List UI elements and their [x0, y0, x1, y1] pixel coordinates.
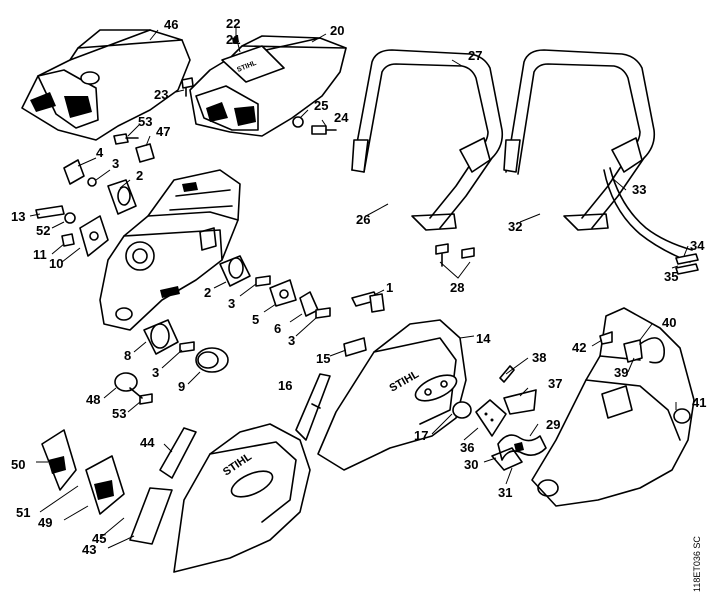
callout-5: 5	[252, 312, 260, 327]
callout-50: 50	[11, 457, 26, 472]
callout-46: 46	[164, 17, 179, 32]
callout-48: 48	[86, 392, 101, 407]
callout-36: 36	[460, 440, 475, 455]
callout-26: 26	[356, 212, 371, 227]
callout-44: 44	[140, 435, 155, 450]
crankcase	[99, 169, 241, 331]
callout-3-d: 3	[152, 365, 160, 380]
left-small-parts	[35, 133, 155, 257]
cable-ends-part-34-35	[675, 253, 699, 275]
callout-3-b: 3	[228, 296, 236, 311]
callout-11: 11	[33, 247, 47, 262]
sprocket-cover-part-14: STIHL	[317, 319, 467, 471]
callout-53-bottom: 53	[112, 406, 127, 421]
callout-43: 43	[82, 542, 97, 557]
callout-3-c: 3	[288, 333, 296, 348]
callout-31: 31	[498, 485, 513, 500]
callout-42: 42	[572, 340, 587, 355]
callout-21: 21	[226, 32, 241, 47]
callout-30: 30	[464, 457, 479, 472]
callout-2-lower: 2	[204, 285, 212, 300]
callout-3-upper: 3	[112, 156, 120, 171]
callout-38: 38	[532, 350, 547, 365]
callout-16: 16	[278, 378, 293, 393]
screws-part-28	[435, 243, 475, 267]
callout-6: 6	[274, 321, 282, 336]
callout-25: 25	[314, 98, 329, 113]
callout-41: 41	[692, 395, 707, 410]
callout-37: 37	[548, 376, 563, 391]
callout-35: 35	[664, 269, 679, 284]
callout-10: 10	[49, 256, 64, 271]
callout-32: 32	[508, 219, 523, 234]
callout-22: 22	[226, 16, 241, 31]
callout-53-top: 53	[138, 114, 153, 129]
parts-17-36-37-38	[452, 365, 537, 437]
callout-34: 34	[690, 238, 705, 253]
guides-part-49-50	[41, 429, 125, 515]
callout-47: 47	[156, 124, 171, 139]
callout-29: 29	[546, 417, 561, 432]
chain-cover-part-44: STIHL	[129, 423, 311, 573]
callout-8: 8	[124, 348, 132, 363]
callout-4: 4	[96, 145, 104, 160]
callout-1: 1	[386, 280, 394, 295]
handle-bar-part-32	[503, 49, 693, 263]
callout-14: 14	[476, 331, 491, 346]
callout-13: 13	[11, 209, 26, 224]
brake-parts-29-30-31	[491, 434, 547, 471]
callout-52: 52	[36, 223, 51, 238]
parts-8-3-9	[143, 319, 229, 373]
callout-49: 49	[38, 515, 53, 530]
strip-part-16	[295, 373, 331, 441]
right-small-parts	[219, 255, 385, 319]
shroud-part-46	[21, 29, 191, 141]
document-code: 118ET036 SC	[692, 536, 702, 592]
callout-39: 39	[614, 365, 629, 380]
callout-2-upper: 2	[136, 168, 144, 183]
callout-24: 24	[334, 110, 349, 125]
callout-33: 33	[632, 182, 647, 197]
callout-23: 23	[154, 87, 169, 102]
handle-bar-part-27	[351, 49, 504, 231]
parts-48-53	[114, 372, 153, 405]
callout-17: 17	[414, 428, 429, 443]
callout-15: 15	[316, 351, 331, 366]
handle-housing	[531, 307, 695, 507]
callout-9: 9	[178, 379, 186, 394]
shroud-part-20: STIHL	[189, 35, 347, 137]
callout-20: 20	[330, 23, 345, 38]
callout-51: 51	[16, 505, 31, 520]
leader-lines	[29, 28, 689, 549]
small-screws-top	[181, 36, 337, 135]
callout-45: 45	[92, 531, 107, 546]
callout-27: 27	[468, 48, 483, 63]
callout-28: 28	[450, 280, 465, 295]
callout-40: 40	[662, 315, 677, 330]
